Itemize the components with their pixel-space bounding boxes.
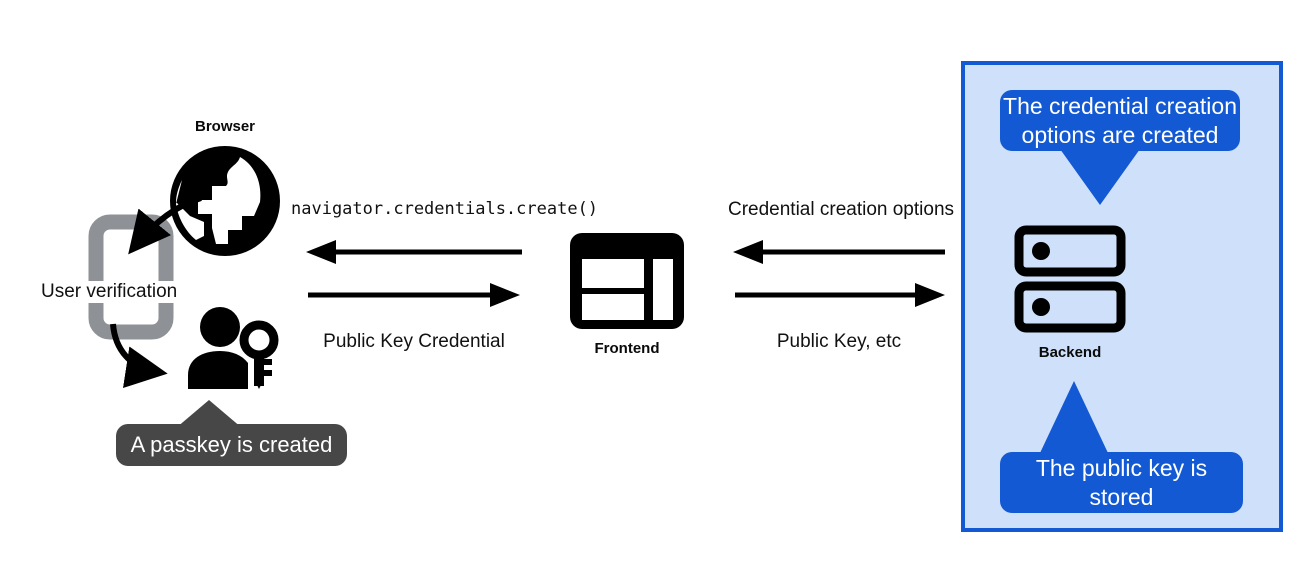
callout-public-key-stored: The public key is stored — [1000, 452, 1243, 513]
callout-pointer-up-icon — [1040, 381, 1108, 453]
callout-line-1: The credential creation — [1003, 93, 1237, 120]
callout-line-1: The public key is — [1035, 455, 1208, 482]
arrow-backend-to-frontend-icon — [733, 240, 945, 264]
edge-label-credential-creation-options: Credential creation options — [727, 199, 955, 220]
frontend-label: Frontend — [594, 340, 660, 357]
edge-label-navigator-create: navigator.credentials.create() — [291, 199, 599, 219]
arrow-browser-to-phone-icon — [128, 195, 202, 255]
web-layout-icon — [570, 233, 684, 329]
callout-credential-options-created: The credential creation options are crea… — [1000, 90, 1240, 151]
user-verification-label: User verification — [39, 281, 180, 303]
callout-pointer-down-icon — [1060, 149, 1140, 205]
edge-label-public-key-etc: Public Key, etc — [776, 331, 902, 352]
edge-label-public-key-credential: Public Key Credential — [323, 331, 505, 352]
callout-line-2: options are created — [1021, 121, 1219, 148]
user-with-key-icon — [188, 307, 279, 389]
arrow-frontend-to-browser-icon — [306, 240, 522, 264]
callout-pointer-up-dark-icon — [176, 400, 242, 428]
server-stack-icon — [1014, 225, 1126, 333]
callout-passkey-created: A passkey is created — [116, 424, 347, 466]
callout-line-2: stored — [1089, 483, 1154, 510]
globe-icon — [170, 146, 280, 256]
arrow-browser-to-frontend-icon — [308, 283, 520, 307]
arrow-frontend-to-backend-icon — [735, 283, 945, 307]
backend-label: Backend — [1038, 344, 1102, 361]
browser-label: Browser — [194, 118, 256, 135]
arrow-phone-to-user-icon — [110, 323, 168, 388]
